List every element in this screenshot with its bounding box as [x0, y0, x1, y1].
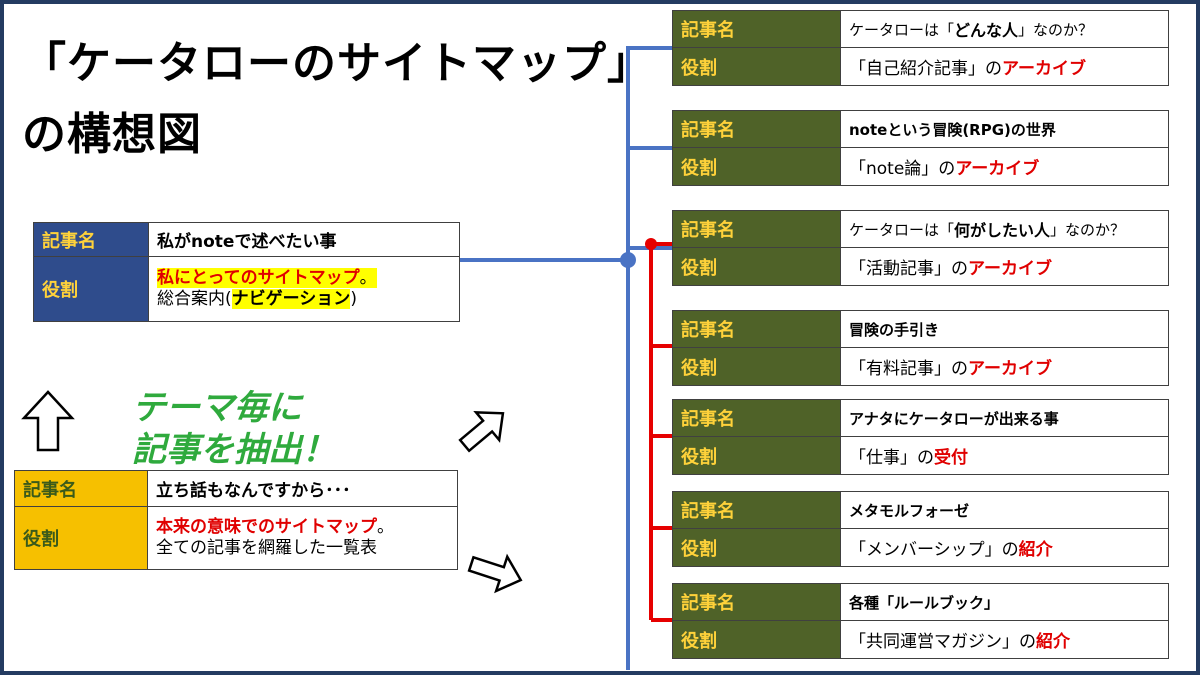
center-article-label: 記事名: [34, 223, 149, 257]
up-arrow-icon: [21, 390, 75, 452]
role-value-b: アーカイブ: [1002, 59, 1086, 79]
article-title-b: 何がしたい人: [954, 221, 1051, 240]
role-value-a: 「共同運営マガジン」の: [849, 632, 1036, 652]
bottom-role-label: 役割: [15, 507, 148, 569]
page-title-line1: 「ケータローのサイトマップ」: [22, 38, 652, 89]
article-card-2: 記事名 noteという冒険(RPG)の世界役割「note論」のアーカイブ: [672, 110, 1169, 186]
role-label: 役割: [673, 48, 841, 85]
article-title-a: 冒険の手引き: [849, 320, 940, 339]
blue-junction: [620, 252, 636, 268]
theme-text-line1: テーマ毎に: [132, 388, 302, 428]
article-card-3: 記事名ケータローは「何がしたい人」なのか？役割「活動記事」のアーカイブ: [672, 210, 1169, 286]
article-card-4: 記事名冒険の手引き役割「有料記事」のアーカイブ: [672, 310, 1169, 386]
center-article-title: 私がnoteで述べたい事: [149, 223, 459, 257]
role-value-a: 「メンバーシップ」の: [849, 540, 1019, 560]
article-title-a: メタモルフォーゼ: [849, 501, 970, 520]
role-value-b: アーカイブ: [955, 159, 1040, 179]
bottom-article-label: 記事名: [15, 471, 148, 507]
article-title: ケータローは「何がしたい人」なのか？: [841, 211, 1168, 248]
theme-text-line2: 記事を抽出！: [132, 430, 336, 470]
article-title-b: どんな人: [954, 21, 1019, 40]
role-value: 「メンバーシップ」の紹介: [841, 529, 1168, 566]
up-right-arrow-icon: [458, 411, 505, 453]
article-label: 記事名: [673, 584, 841, 621]
role-value: 「有料記事」のアーカイブ: [841, 348, 1168, 385]
role-value-b: 紹介: [1018, 540, 1053, 560]
role-value-b: 紹介: [1036, 632, 1070, 652]
page-title-line2: の構想図: [22, 109, 202, 160]
role-label: 役割: [673, 529, 841, 566]
role-label: 役割: [673, 148, 841, 185]
article-label: 記事名: [673, 211, 841, 248]
article-title: 冒険の手引き: [841, 311, 1168, 348]
bottom-role-cell: 本来の意味でのサイトマップ。 全ての記事を網羅した一覧表: [148, 507, 457, 569]
role-value: 「note論」のアーカイブ: [841, 148, 1168, 185]
article-card-1: 記事名ケータローは「どんな人」なのか？役割「自己紹介記事」のアーカイブ: [672, 10, 1169, 86]
role-value: 「自己紹介記事」のアーカイブ: [841, 48, 1168, 85]
role-value-b: 受付: [934, 448, 968, 468]
role-value-a: 「有料記事」の: [849, 359, 968, 379]
role-value-a: 「note論」の: [849, 159, 956, 179]
article-title-a: noteという冒険(RPG)の世界: [849, 120, 1056, 139]
role-value: 「仕事」の受付: [841, 437, 1168, 474]
role-label: 役割: [673, 348, 841, 385]
role-value-b: アーカイブ: [968, 259, 1052, 279]
article-label: 記事名: [673, 311, 841, 348]
center-role-label: 役割: [34, 257, 149, 321]
article-title: noteという冒険(RPG)の世界: [841, 111, 1168, 148]
role-value-a: 「活動記事」の: [849, 259, 968, 279]
bottom-role-line2: 全ての記事を網羅した一覧表: [156, 538, 377, 558]
article-label: 記事名: [673, 492, 841, 529]
bottom-role-red: 本来の意味でのサイトマップ: [156, 516, 377, 537]
bottom-role-tail: 。: [377, 516, 394, 537]
article-card-5: 記事名アナタにケータローが出来る事役割「仕事」の受付: [672, 399, 1169, 475]
role-label: 役割: [673, 621, 841, 658]
article-title-a: 各種「ルールブック」: [849, 593, 1000, 612]
article-title-a: ケータローは「: [849, 20, 955, 39]
role-value: 「活動記事」のアーカイブ: [841, 248, 1168, 285]
red-junction: [645, 238, 657, 250]
role-value-b: アーカイブ: [968, 359, 1052, 379]
center-role-line2-c: ): [350, 289, 357, 309]
article-title: 各種「ルールブック」: [841, 584, 1168, 621]
bottom-card: 記事名 立ち話もなんですから･･･ 役割 本来の意味でのサイトマップ。 全ての記…: [14, 470, 458, 570]
article-label: 記事名: [673, 400, 841, 437]
center-role-highlight: 私にとってのサイトマップ: [157, 267, 360, 288]
article-title-c: 」なのか？: [1050, 220, 1126, 239]
article-title-a: ケータローは「: [849, 220, 955, 239]
article-card-7: 記事名各種「ルールブック」役割「共同運営マガジン」の紹介: [672, 583, 1169, 659]
role-value: 「共同運営マガジン」の紹介: [841, 621, 1168, 658]
article-card-6: 記事名メタモルフォーゼ役割「メンバーシップ」の紹介: [672, 491, 1169, 567]
article-label: 記事名: [673, 11, 841, 48]
role-label: 役割: [673, 248, 841, 285]
article-title-c: 」なのか？: [1018, 20, 1094, 39]
article-title-a: アナタにケータローが出来る事: [849, 409, 1059, 428]
role-label: 役割: [673, 437, 841, 474]
article-title: ケータローは「どんな人」なのか？: [841, 11, 1168, 48]
article-label: 記事名: [673, 111, 841, 148]
bottom-article-title: 立ち話もなんですから･･･: [148, 471, 457, 507]
center-role-highlight-tail: 。: [359, 267, 377, 288]
role-value-a: 「仕事」の: [849, 448, 934, 468]
theme-extract-text: テーマ毎に 記事を抽出！: [132, 387, 336, 471]
right-arrow-icon: [467, 553, 523, 594]
article-title: メタモルフォーゼ: [841, 492, 1168, 529]
role-value-a: 「自己紹介記事」の: [849, 59, 1002, 79]
center-role-cell: 私にとってのサイトマップ。 総合案内(ナビゲーション): [149, 257, 459, 321]
article-title: アナタにケータローが出来る事: [841, 400, 1168, 437]
center-card: 記事名 私がnoteで述べたい事 役割 私にとってのサイトマップ。 総合案内(ナ…: [33, 222, 460, 322]
center-role-line2-b: ナビゲーション: [231, 289, 351, 309]
center-role-line2-a: 総合案内(: [157, 289, 232, 309]
